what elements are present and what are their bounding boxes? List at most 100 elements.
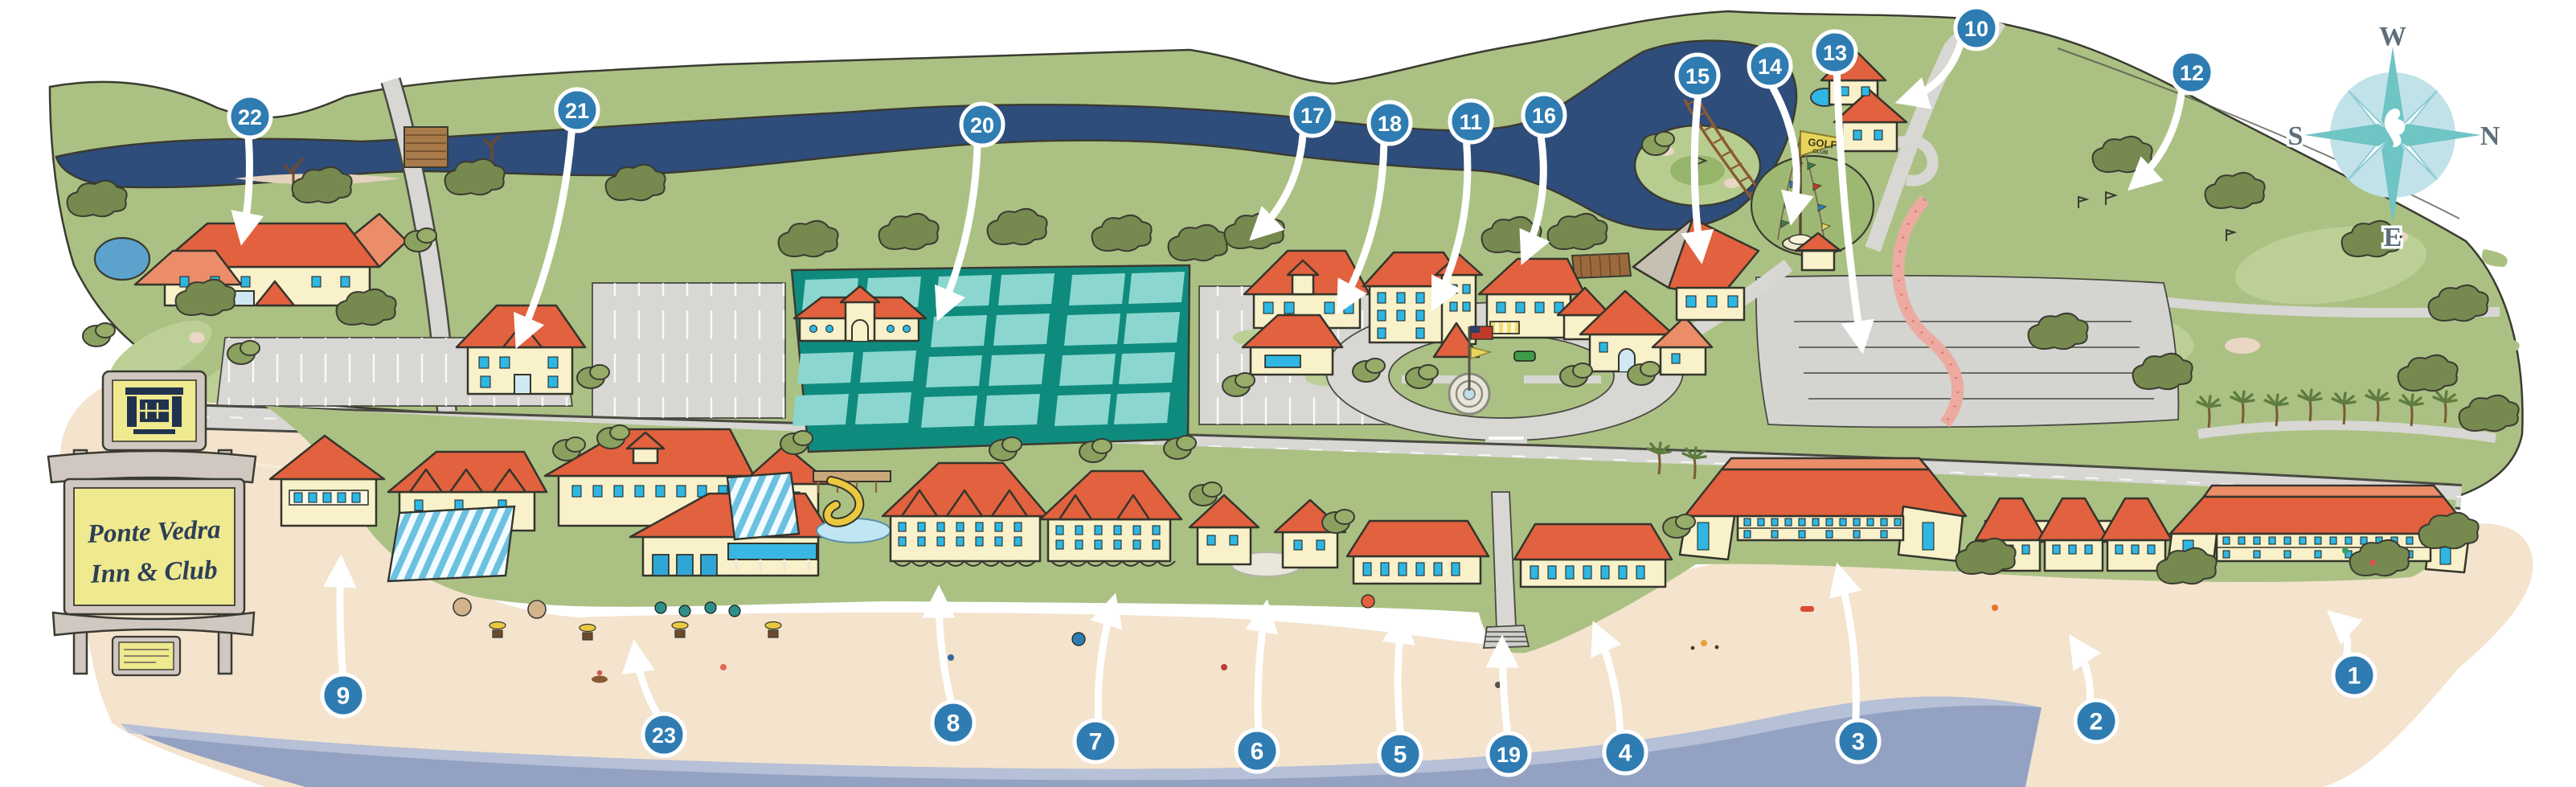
marker-20-number: 20 (970, 113, 994, 137)
fountain-plaza (1448, 326, 1493, 416)
building-22-ocean-clubhouse (93, 212, 408, 307)
marker-17-arrow (1249, 131, 1307, 241)
building-3 (1678, 457, 1968, 563)
seahorse-icon (2384, 109, 2406, 148)
marker-1-arrow (2326, 609, 2363, 658)
marker-14-arrow (1769, 84, 1814, 226)
main-inn-complex (387, 428, 834, 617)
map-marker-10[interactable]: 10 (1953, 5, 2000, 51)
marker-5-arrow (1382, 610, 1415, 736)
marker-12-arrow (2128, 88, 2185, 191)
marker-9-arrow (323, 554, 357, 677)
marker-15-number: 15 (1685, 64, 1710, 88)
map-marker-7[interactable]: 7 (1072, 718, 1119, 764)
marker-22-arrow (231, 135, 264, 246)
building-10-golf-clubhouse (1810, 47, 1908, 153)
building-8 (881, 461, 1050, 567)
marker-13-number: 13 (1823, 41, 1847, 65)
compass-left-label: S (2288, 121, 2304, 151)
marker-6-arrow (1245, 599, 1279, 732)
marker-9-number: 9 (337, 683, 350, 710)
building-2 (1974, 497, 2173, 572)
marker-21-number: 21 (565, 99, 589, 123)
marker-4-number: 4 (1619, 740, 1632, 767)
beach (60, 371, 2533, 787)
marker-16-arrow (1519, 133, 1550, 265)
map-marker-17[interactable]: 17 (1289, 92, 1336, 138)
cabana-canopy-east (726, 471, 801, 541)
map-marker-14[interactable]: 14 (1747, 43, 1793, 89)
marker-7-number: 7 (1089, 729, 1103, 756)
driving-range (1755, 274, 2180, 428)
marker-19-arrow (1485, 634, 1519, 736)
lagoon (55, 39, 1798, 280)
map-marker-18[interactable]: 18 (1366, 100, 1413, 146)
compass-bottom-label: E (2384, 223, 2402, 252)
map-marker-6[interactable]: 6 (1234, 728, 1280, 774)
entrance-sign: Ponte Vedra Inn & Club (47, 370, 257, 677)
marker-23-number: 23 (652, 723, 676, 748)
ocean (121, 696, 2042, 787)
marker-4-arrow (1591, 621, 1624, 735)
marker-5-number: 5 (1394, 742, 1407, 769)
marker-11-number: 11 (1460, 110, 1483, 134)
marker-18-arrow (1336, 141, 1388, 315)
marker-19-number: 19 (1497, 743, 1521, 767)
range-shelter (1794, 232, 1842, 272)
map-marker-19[interactable]: 19 (1485, 731, 1532, 777)
map-marker-4[interactable]: 4 (1602, 729, 1648, 776)
building-4 (1513, 523, 1673, 588)
map-marker-5[interactable]: 5 (1377, 731, 1423, 777)
marker-12-number: 12 (2180, 61, 2204, 85)
map-marker-13[interactable]: 13 (1812, 29, 1858, 76)
map-marker-1[interactable]: 1 (2331, 652, 2377, 699)
marker-10-arrow (1894, 40, 1964, 109)
marker-8-arrow (922, 584, 956, 704)
map-marker-11[interactable]: 11 (1448, 98, 1494, 145)
golf-flag: GOLF CLUB (1800, 129, 1851, 158)
golf-flag-label: GOLF (1808, 136, 1838, 151)
beach-decor (453, 547, 2376, 732)
sign-line-1: Ponte Vedra (86, 515, 221, 549)
map-marker-8[interactable]: 8 (930, 699, 977, 746)
cabana-canopy-west (387, 505, 516, 583)
marker-20-arrow (934, 142, 981, 322)
marker-14-number: 14 (1758, 55, 1782, 79)
marker-10-number: 10 (1964, 17, 1988, 41)
compass-top-label: W (2379, 22, 2406, 51)
map-marker-3[interactable]: 3 (1835, 718, 1882, 764)
tennis-pavilion (792, 285, 928, 342)
map-marker-21[interactable]: 21 (554, 87, 600, 133)
building-5 (1345, 519, 1490, 585)
waterpark (813, 470, 891, 543)
map-marker-12[interactable]: 12 (2169, 49, 2215, 96)
marker-22-number: 22 (238, 105, 262, 129)
marker-6-number: 6 (1251, 739, 1264, 765)
map-marker-23[interactable]: 23 (641, 711, 687, 758)
map-marker-2[interactable]: 2 (2073, 698, 2119, 744)
marker-3-number: 3 (1852, 729, 1865, 756)
marker-23-arrow (621, 639, 661, 717)
building-6 (1188, 494, 1347, 577)
map-marker-20[interactable]: 20 (959, 101, 1005, 148)
marker-7-arrow (1090, 592, 1123, 723)
marker-13-arrow (1833, 71, 1874, 355)
map-marker-22[interactable]: 22 (227, 93, 273, 140)
map-marker-16[interactable]: 16 (1521, 92, 1567, 138)
terrace-umbrellas (654, 601, 741, 617)
marker-1-number: 1 (2348, 663, 2361, 690)
marker-11-arrow (1431, 140, 1472, 312)
tennis-courts (790, 264, 1191, 453)
marker-15-arrow (1681, 94, 1714, 264)
map-marker-15[interactable]: 15 (1674, 52, 1721, 99)
map-marker-9[interactable]: 9 (320, 672, 367, 719)
compass-rose: W N S E (2285, 19, 2503, 256)
marker-8-number: 8 (947, 711, 960, 737)
cart-path (1892, 195, 1964, 428)
building-7 (1038, 469, 1183, 567)
marker-2-arrow (2069, 633, 2102, 703)
marker-3-arrow (1829, 562, 1861, 723)
dock (1571, 252, 1632, 280)
